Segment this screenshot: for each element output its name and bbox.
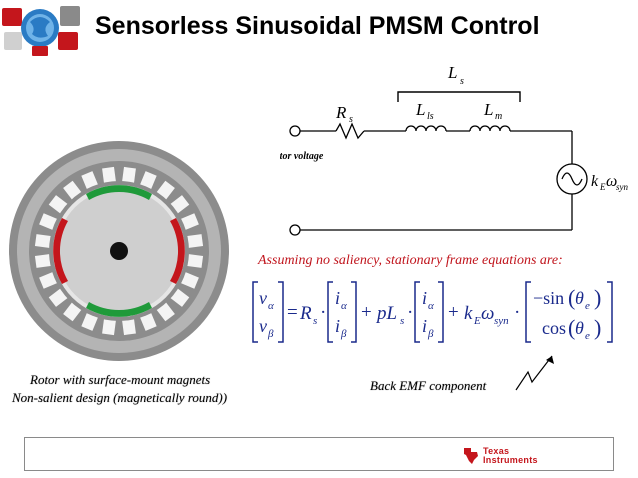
source-k: k <box>591 173 599 190</box>
p-ls-sub: s <box>400 315 404 327</box>
cos-paren-open: ( <box>568 315 575 340</box>
header-logo <box>2 2 82 58</box>
i-alpha-1: i <box>335 288 340 308</box>
dot-1: · <box>320 302 326 323</box>
ls-subscript: s <box>460 76 464 87</box>
omega-sub: syn <box>494 315 509 327</box>
sin-paren-open: ( <box>568 285 575 310</box>
ti-line1: Texas <box>483 446 510 456</box>
sin-theta: θ <box>575 288 584 308</box>
ti-line2: Instruments <box>483 455 538 465</box>
v-beta-sub: β <box>267 328 274 340</box>
r-sub: s <box>313 315 317 327</box>
source-omega-sub: syn <box>616 182 628 192</box>
cos-paren-close: ) <box>594 315 601 340</box>
motor-cross-section <box>9 141 229 361</box>
source-k-sub: E <box>599 182 606 192</box>
i-beta-1-sub: β <box>340 328 347 340</box>
v-beta: v <box>259 316 267 336</box>
rs-label: R <box>335 103 347 122</box>
ti-state-icon <box>464 448 478 464</box>
footer-bar <box>24 437 614 471</box>
i-beta-2-sub: β <box>427 328 434 340</box>
slide-title: Sensorless Sinusoidal PMSM Control <box>95 12 540 40</box>
dot-3: · <box>514 302 520 323</box>
lm-label: L <box>483 100 493 119</box>
dot-2: · <box>407 302 413 323</box>
lls-label: L <box>415 100 425 119</box>
sin-theta-sub: e <box>585 300 590 312</box>
k-sub: E <box>473 315 481 327</box>
omega-symbol: ω <box>481 303 494 324</box>
rotor-caption-line1: Rotor with surface-mount magnets <box>30 372 211 387</box>
sin-paren-close: ) <box>594 285 601 310</box>
cos: cos <box>542 318 566 338</box>
rs-subscript: s <box>349 114 353 125</box>
source-omega: ω <box>606 173 617 190</box>
plus-1: + <box>361 302 372 323</box>
rotor-caption-line2: Non-salient design (magnetically round)) <box>12 390 228 405</box>
i-alpha-2: i <box>422 288 427 308</box>
back-emf-caption: Back EMF component <box>370 378 487 393</box>
v-alpha-sub: α <box>268 300 274 312</box>
ls-label: L <box>447 63 457 82</box>
cos-theta: θ <box>575 318 584 338</box>
equals-sign: = <box>287 302 298 323</box>
neg-sin: −sin <box>533 288 564 308</box>
stator-voltage-label: stator voltage <box>280 151 324 162</box>
stator-equation: v α v β = R s · i α i β + pL s · i α i β… <box>252 281 613 343</box>
lls-subscript: ls <box>427 111 434 122</box>
plus-2: + <box>448 302 459 323</box>
equivalent-circuit: L s R s L ls L m stator voltage k E ω sy… <box>280 63 628 236</box>
i-alpha-2-sub: α <box>428 300 434 312</box>
i-beta-1: i <box>335 316 340 336</box>
i-beta-2: i <box>422 316 427 336</box>
r-symbol: R <box>299 303 312 324</box>
k-symbol: k <box>464 303 473 324</box>
i-alpha-1-sub: α <box>341 300 347 312</box>
p-ls: pL <box>375 303 397 324</box>
ti-logo: Texas Instruments <box>462 445 538 467</box>
back-emf-arrow <box>515 355 554 391</box>
cos-theta-sub: e <box>585 330 590 342</box>
lm-subscript: m <box>495 111 502 122</box>
assumption-note: Assuming no saliency, stationary frame e… <box>258 253 563 268</box>
v-alpha: v <box>259 288 267 308</box>
